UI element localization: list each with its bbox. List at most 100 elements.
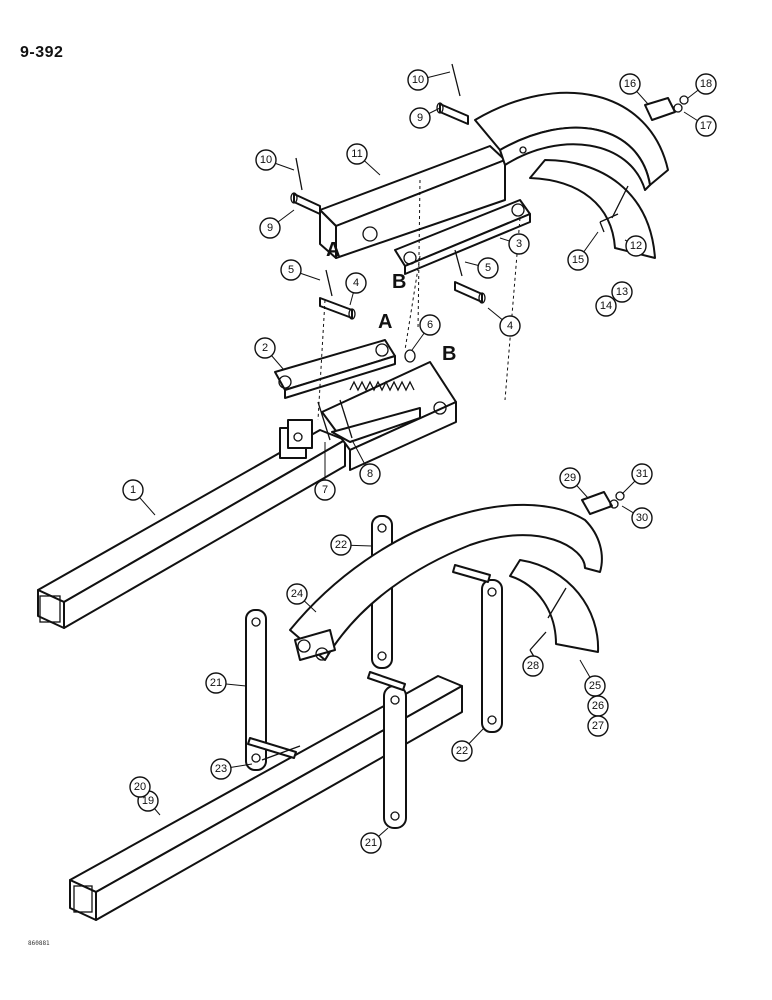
callout-circle <box>587 715 609 737</box>
callout-c3: 3 <box>499 233 530 255</box>
callout-label: 30 <box>636 512 648 524</box>
callout-label: 25 <box>589 680 601 692</box>
callout-label: 10 <box>412 74 424 86</box>
callout-c2: 2 <box>254 337 285 371</box>
callout-circle <box>611 281 633 303</box>
callout-c26: 26 <box>587 695 609 717</box>
callout-label: 5 <box>485 262 491 274</box>
callout-label: 17 <box>700 120 712 132</box>
callout-label: 4 <box>507 320 513 332</box>
callout-circle <box>122 479 144 501</box>
callout-label: 22 <box>456 745 468 757</box>
callout-circle <box>625 235 647 257</box>
callout-circle <box>451 740 473 762</box>
callout-circle <box>280 259 302 281</box>
callout-circle <box>695 115 717 137</box>
callout-label: 28 <box>527 660 539 672</box>
callout-c6: 6 <box>411 314 441 351</box>
callout-label: 31 <box>636 468 648 480</box>
callout-label: 18 <box>700 78 712 90</box>
callout-c4a: 4 <box>345 272 367 306</box>
callout-c23: 23 <box>210 758 253 780</box>
callout-circle <box>695 73 717 95</box>
upper-pin-8 <box>339 399 353 439</box>
upper-assembly-line-a <box>317 299 326 421</box>
upper-cotter-5-left <box>325 269 333 297</box>
callout-circle <box>345 272 367 294</box>
callout-label: 27 <box>592 720 604 732</box>
letter-a-lower: A <box>378 311 392 333</box>
callout-label: 9 <box>417 112 423 124</box>
callout-circle <box>522 655 544 677</box>
upper-pin-9-left <box>290 192 321 215</box>
callout-circle <box>255 149 277 171</box>
callout-circle <box>360 832 382 854</box>
callout-c16: 16 <box>619 73 649 105</box>
callout-circle <box>407 69 429 91</box>
callout-label: 1 <box>130 484 136 496</box>
lower-curved-shank <box>289 503 603 661</box>
callout-circle <box>619 73 641 95</box>
upper-washer <box>673 103 683 113</box>
callout-c15: 15 <box>567 231 599 271</box>
callout-label: 26 <box>592 700 604 712</box>
callout-c8: 8 <box>351 439 381 485</box>
callout-c14: 14 <box>595 295 617 317</box>
page-number: 9-392 <box>20 44 64 61</box>
callout-c18: 18 <box>687 73 717 99</box>
upper-pin-4-left <box>319 297 356 320</box>
lower-nut <box>615 491 625 501</box>
callout-c10b: 10 <box>407 69 451 91</box>
callout-circle <box>631 507 653 529</box>
callout-circle <box>129 776 151 798</box>
callout-label: 21 <box>210 677 222 689</box>
callout-circle <box>330 534 352 556</box>
lower-long-beam <box>69 675 463 921</box>
callout-c22a: 22 <box>330 534 373 556</box>
callout-c27: 27 <box>587 715 609 737</box>
callout-label: 14 <box>600 300 612 312</box>
upper-sweep-blade <box>529 159 656 259</box>
letter-b-lower: B <box>442 343 456 365</box>
callout-label: 2 <box>262 342 268 354</box>
callout-label: 12 <box>630 240 642 252</box>
callout-c11: 11 <box>346 143 381 176</box>
letter-b-upper: B <box>392 271 406 293</box>
callout-label: 4 <box>353 277 359 289</box>
callout-label: 21 <box>365 837 377 849</box>
callout-label: 15 <box>572 254 584 266</box>
upper-spring <box>349 349 416 392</box>
lower-cotter-23 <box>261 745 301 761</box>
lower-washer <box>609 499 619 509</box>
lower-pin-upper <box>452 564 491 583</box>
callout-c17: 17 <box>683 111 717 137</box>
callout-c13: 13 <box>611 281 633 303</box>
callout-label: 7 <box>322 484 328 496</box>
callout-c1: 1 <box>122 479 156 516</box>
callout-circle <box>631 463 653 485</box>
upper-nut <box>679 95 689 105</box>
callout-circle <box>595 295 617 317</box>
upper-cotter-10-left <box>295 157 303 191</box>
callout-label: 3 <box>516 238 522 250</box>
callout-c9b: 9 <box>409 107 441 129</box>
callout-label: 20 <box>134 781 146 793</box>
callout-c9a: 9 <box>259 209 295 239</box>
upper-link-plate-3 <box>394 199 531 275</box>
callout-circle <box>409 107 431 129</box>
reference-letters: A A B B <box>326 239 456 365</box>
callout-c30: 30 <box>621 505 653 529</box>
callout-circle <box>254 337 276 359</box>
callout-c24: 24 <box>286 583 317 613</box>
upper-shank-bracket <box>279 361 457 471</box>
callout-c12: 12 <box>624 235 647 257</box>
callout-label: 22 <box>335 539 347 551</box>
callout-circle <box>210 758 232 780</box>
lower-clamp <box>581 491 613 515</box>
callout-c28: 28 <box>522 655 544 677</box>
letter-a-upper: A <box>326 239 340 261</box>
callout-c7: 7 <box>314 442 336 501</box>
callout-label: 24 <box>291 588 303 600</box>
